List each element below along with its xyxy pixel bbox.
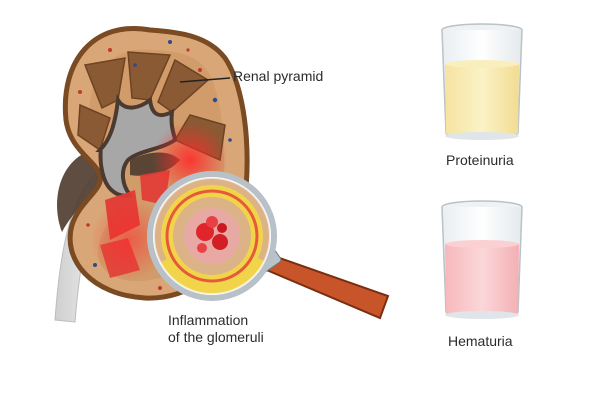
renal-pyramids — [77, 51, 226, 162]
hematuria-liquid — [445, 244, 519, 315]
inflammation-label-line2: of the glomeruli — [168, 328, 264, 345]
inflammation-label-line1: Inflammation — [168, 312, 249, 328]
magnifier-handle — [260, 254, 390, 320]
proteinuria-label: Proteinuria — [446, 152, 514, 168]
beaker-proteinuria — [441, 23, 523, 140]
magnifier — [147, 171, 390, 320]
hematuria-label: Hematuria — [448, 333, 513, 349]
renal-pyramid-label: Renal pyramid — [233, 68, 324, 84]
inflammation-label: Inflammation of the glomeruli — [168, 312, 264, 346]
renal-pyramid-leader — [179, 77, 231, 83]
renal-calyces — [95, 93, 178, 198]
beaker-hematuria — [441, 200, 523, 319]
proteinuria-liquid — [445, 64, 519, 136]
